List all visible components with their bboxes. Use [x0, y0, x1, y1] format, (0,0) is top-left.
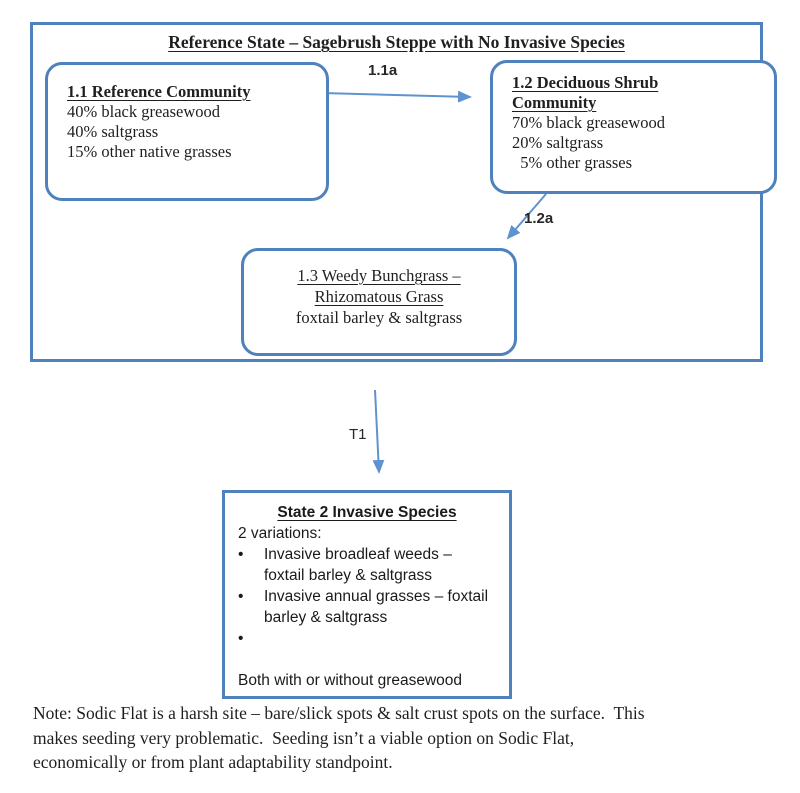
- reference-state-title: Reference State – Sagebrush Steppe with …: [168, 32, 625, 52]
- reference-state-box: Reference State – Sagebrush Steppe with …: [30, 22, 763, 362]
- state-2-intro: 2 variations:: [238, 525, 322, 542]
- bullet-icon: •: [238, 630, 244, 647]
- community-1-3-line: foxtail barley & saltgrass: [295, 308, 463, 327]
- state-2-title: State 2 Invasive Species: [277, 504, 457, 521]
- community-1-3-title: Rhizomatous Grass: [314, 287, 444, 306]
- note-text: Note: Sodic Flat is a harsh site – bare/…: [33, 701, 763, 775]
- transition-label-t1: T1: [349, 426, 367, 443]
- bullet-icon: •: [238, 588, 244, 605]
- state-2-bullet-item: •: [238, 628, 509, 649]
- state-2-footer: Both with or without greasewood: [238, 672, 463, 689]
- community-1-1-line: 15% other native grasses: [67, 142, 232, 161]
- community-box-1-3: 1.3 Weedy Bunchgrass – Rhizomatous Grass…: [241, 248, 517, 356]
- community-1-3-title: 1.3 Weedy Bunchgrass –: [297, 266, 461, 285]
- state-2-box: State 2 Invasive Species 2 variations: •…: [222, 490, 512, 699]
- community-1-2-title: Community: [512, 93, 597, 112]
- state-2-bullet-line: barley & saltgrass: [264, 609, 388, 626]
- community-1-1-title: 1.1 Reference Community: [67, 82, 251, 101]
- community-1-2-line: 20% saltgrass: [512, 133, 604, 152]
- community-box-1-1: 1.1 Reference Community 40% black grease…: [45, 62, 329, 201]
- bullet-icon: •: [238, 546, 244, 563]
- note-line: economically or from plant adaptability …: [33, 752, 393, 772]
- community-box-1-2: 1.2 Deciduous Shrub Community 70% black …: [490, 60, 777, 194]
- note-line: makes seeding very problematic. Seeding …: [33, 727, 575, 748]
- community-1-2-line: 70% black greasewood: [512, 113, 666, 132]
- transition-label-1-2a: 1.2a: [524, 210, 554, 227]
- state-2-bullet-line: foxtail barley & saltgrass: [264, 567, 432, 584]
- community-1-1-line: 40% saltgrass: [67, 122, 159, 141]
- state-2-bullet-item: • Invasive broadleaf weeds – foxtail bar…: [238, 544, 509, 586]
- community-1-1-line: 40% black greasewood: [67, 102, 221, 121]
- community-1-2-title: 1.2 Deciduous Shrub: [512, 73, 659, 92]
- transition-label-1-1a: 1.1a: [368, 62, 398, 79]
- community-1-2-line: 5% other grasses: [512, 153, 633, 172]
- state-2-bullet-item: • Invasive annual grasses – foxtail barl…: [238, 586, 509, 628]
- state-2-bullet-line: Invasive broadleaf weeds –: [264, 546, 452, 563]
- note-line: Note: Sodic Flat is a harsh site – bare/…: [33, 703, 645, 723]
- arrow-t1: [372, 389, 385, 474]
- state-2-bullet-line: Invasive annual grasses – foxtail: [264, 588, 489, 605]
